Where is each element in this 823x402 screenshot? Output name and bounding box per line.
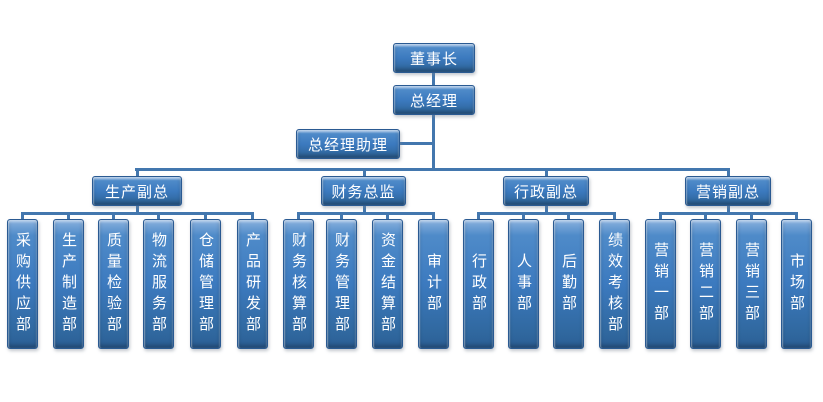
org-node-vp-production: 生产副总 bbox=[92, 176, 182, 206]
dept-node-marketing-1: 营销一部 bbox=[645, 219, 676, 349]
dept-node-label: 行政部 bbox=[470, 252, 488, 316]
dept-node-label: 营销二部 bbox=[697, 242, 715, 326]
connector-stub-child bbox=[112, 212, 115, 221]
dept-node-logistics-service: 物流服务部 bbox=[143, 219, 174, 349]
org-node-general-manager: 总经理 bbox=[393, 85, 475, 115]
connector-finance-children-horizontal bbox=[297, 212, 435, 215]
connector-chairman-gm bbox=[432, 72, 435, 86]
connector-stub-child bbox=[704, 212, 707, 221]
dept-node-logistics-support: 后勤部 bbox=[553, 219, 584, 349]
dept-node-procurement-supply: 采购供应部 bbox=[7, 219, 38, 349]
dept-node-fund-settlement: 资金结算部 bbox=[372, 219, 403, 349]
dept-node-hr: 人事部 bbox=[508, 219, 539, 349]
connector-stub-child bbox=[251, 212, 254, 221]
connector-gm-down bbox=[432, 114, 435, 171]
org-node-chairman-label: 董事长 bbox=[409, 49, 458, 68]
connector-main-horizontal bbox=[135, 168, 730, 171]
connector-stub-child bbox=[21, 212, 24, 221]
org-node-vp-production-label: 生产副总 bbox=[104, 182, 169, 201]
connector-stub-child bbox=[157, 212, 160, 221]
org-node-finance-director-label: 财务总监 bbox=[331, 182, 396, 201]
dept-node-label: 绩效考核部 bbox=[606, 231, 624, 337]
dept-node-label: 财务管理部 bbox=[333, 231, 351, 337]
dept-node-financial-management: 财务管理部 bbox=[326, 219, 357, 349]
dept-node-manufacturing: 生产制造部 bbox=[53, 219, 84, 349]
org-node-gm-assistant: 总经理助理 bbox=[296, 129, 400, 159]
dept-node-marketing-2: 营销二部 bbox=[690, 219, 721, 349]
connector-admin-down bbox=[545, 205, 548, 215]
connector-stub-child bbox=[204, 212, 207, 221]
connector-stub-child bbox=[340, 212, 343, 221]
dept-node-audit: 审计部 bbox=[418, 219, 449, 349]
connector-stub-child bbox=[477, 212, 480, 221]
dept-node-warehouse-management: 仓储管理部 bbox=[190, 219, 221, 349]
connector-marketing-children-horizontal bbox=[659, 212, 798, 215]
connector-stub-branch-admin bbox=[545, 168, 548, 177]
dept-node-label: 人事部 bbox=[515, 252, 533, 316]
dept-node-performance-appraisal: 绩效考核部 bbox=[599, 219, 630, 349]
dept-node-label: 产品研发部 bbox=[244, 231, 262, 337]
org-node-gm-assistant-label: 总经理助理 bbox=[307, 135, 388, 154]
dept-node-label: 资金结算部 bbox=[379, 231, 397, 337]
dept-node-financial-accounting: 财务核算部 bbox=[283, 219, 314, 349]
dept-node-market: 市场部 bbox=[781, 219, 812, 349]
org-node-finance-director: 财务总监 bbox=[321, 176, 406, 206]
connector-stub-branch-finance bbox=[363, 168, 366, 177]
dept-node-label: 营销三部 bbox=[743, 242, 761, 326]
connector-stub-child bbox=[522, 212, 525, 221]
dept-node-label: 仓储管理部 bbox=[197, 231, 215, 337]
connector-stub-child bbox=[567, 212, 570, 221]
connector-stub-child bbox=[67, 212, 70, 221]
org-node-general-manager-label: 总经理 bbox=[409, 91, 458, 110]
connector-stub-child bbox=[659, 212, 662, 221]
dept-node-label: 物流服务部 bbox=[150, 231, 168, 337]
dept-node-quality-inspection: 质量检验部 bbox=[98, 219, 129, 349]
org-node-vp-marketing-label: 营销副总 bbox=[695, 182, 760, 201]
dept-node-administration: 行政部 bbox=[463, 219, 494, 349]
dept-node-label: 审计部 bbox=[425, 252, 443, 316]
dept-node-marketing-3: 营销三部 bbox=[736, 219, 767, 349]
connector-admin-children-horizontal bbox=[477, 212, 616, 215]
org-node-vp-marketing: 营销副总 bbox=[685, 176, 771, 206]
connector-production-down bbox=[136, 205, 139, 215]
org-node-vp-admin: 行政副总 bbox=[503, 176, 589, 206]
connector-stub-child bbox=[613, 212, 616, 221]
connector-marketing-down bbox=[727, 205, 730, 215]
dept-node-label: 生产制造部 bbox=[60, 231, 78, 337]
connector-stub-child bbox=[795, 212, 798, 221]
connector-stub-child bbox=[386, 212, 389, 221]
connector-stub-child bbox=[432, 212, 435, 221]
org-node-vp-admin-label: 行政副总 bbox=[513, 182, 578, 201]
connector-finance-down bbox=[363, 205, 366, 215]
dept-node-label: 营销一部 bbox=[652, 242, 670, 326]
dept-node-label: 市场部 bbox=[788, 252, 806, 316]
dept-node-label: 财务核算部 bbox=[290, 231, 308, 337]
dept-node-label: 后勤部 bbox=[560, 252, 578, 316]
org-node-chairman: 董事长 bbox=[393, 43, 475, 73]
dept-node-label: 质量检验部 bbox=[105, 231, 123, 337]
connector-assistant bbox=[399, 142, 433, 145]
connector-stub-branch-marketing bbox=[727, 168, 730, 177]
dept-node-label: 采购供应部 bbox=[14, 231, 32, 337]
connector-production-children-horizontal bbox=[21, 212, 254, 215]
connector-stub-child bbox=[297, 212, 300, 221]
connector-stub-child bbox=[750, 212, 753, 221]
connector-stub-branch-production bbox=[136, 168, 139, 177]
dept-node-product-rd: 产品研发部 bbox=[237, 219, 268, 349]
